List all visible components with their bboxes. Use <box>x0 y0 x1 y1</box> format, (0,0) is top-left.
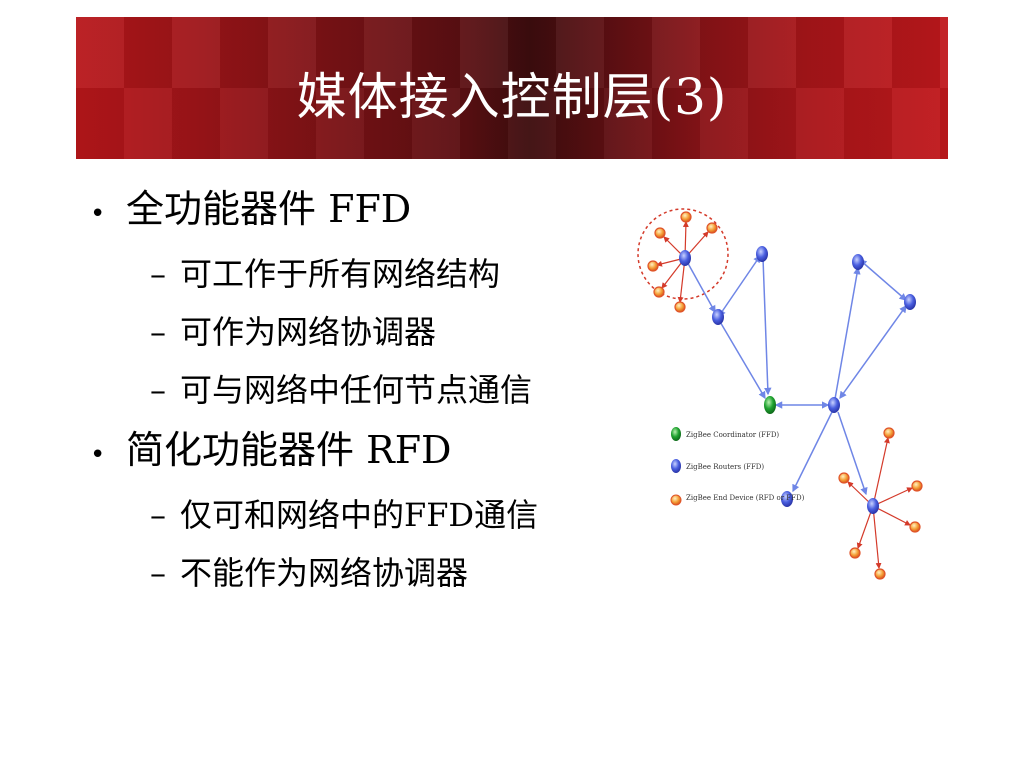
dash-marker: – <box>150 554 166 592</box>
dash-marker: – <box>150 255 166 293</box>
legend-router-label: ZigBee Routers (FFD) <box>686 463 764 471</box>
legend-end-device-icon <box>670 494 682 506</box>
slide-title: 媒体接入控制层(3) <box>296 68 728 126</box>
sub-bullet: – 可与网络中任何节点通信 <box>150 361 630 419</box>
zigbee-network-diagram: ZigBee Coordinator (FFD) ZigBee Routers … <box>620 188 930 598</box>
legend-coordinator-icon <box>671 427 681 441</box>
title-banner: 媒体接入控制层(3) <box>76 17 948 159</box>
bullet-dot: • <box>90 440 106 470</box>
sub-bullet-text: 可作为网络协调器 <box>180 313 437 351</box>
bullet-text: 简化功能器件 RFD <box>126 428 452 472</box>
bullet-ffd: • 全功能器件 FFD <box>90 178 630 245</box>
end-device-nodes-top <box>647 211 718 313</box>
legend-end-device-label: ZigBee End Device (RFD or FFD) <box>686 494 805 502</box>
sub-bullet: – 可工作于所有网络结构 <box>150 245 630 303</box>
dash-marker: – <box>150 371 166 409</box>
banner-pattern-bottom <box>76 88 948 159</box>
bullet-list: • 全功能器件 FFD – 可工作于所有网络结构 – 可作为网络协调器 – 可与… <box>90 178 630 602</box>
sub-bullet: – 仅可和网络中的FFD通信 <box>150 486 630 544</box>
coordinator-node <box>764 396 776 414</box>
bullet-dot: • <box>90 199 106 229</box>
dash-marker: – <box>150 313 166 351</box>
banner-pattern-top <box>76 17 948 88</box>
end-device-nodes-bottom <box>838 427 923 580</box>
router-links <box>684 254 907 496</box>
sub-bullet-text: 可工作于所有网络结构 <box>180 255 501 293</box>
diagram-legend: ZigBee Coordinator (FFD) ZigBee Routers … <box>670 427 805 506</box>
legend-coordinator-label: ZigBee Coordinator (FFD) <box>686 431 779 439</box>
bullet-rfd: • 简化功能器件 RFD <box>90 419 630 486</box>
sub-bullet-text: 仅可和网络中的FFD通信 <box>180 496 539 534</box>
bullet-text: 全功能器件 FFD <box>126 187 412 231</box>
legend-router-icon <box>671 459 681 473</box>
sub-bullet-text: 不能作为网络协调器 <box>180 554 469 592</box>
dash-marker: – <box>150 496 166 534</box>
sub-bullet-text: 可与网络中任何节点通信 <box>180 371 533 409</box>
sub-bullet: – 不能作为网络协调器 <box>150 544 630 602</box>
network-svg: ZigBee Coordinator (FFD) ZigBee Routers … <box>637 208 923 580</box>
sub-bullet: – 可作为网络协调器 <box>150 303 630 361</box>
router-nodes <box>679 246 916 514</box>
end-device-links-bottom <box>847 437 913 569</box>
cluster-boundary <box>637 208 729 300</box>
